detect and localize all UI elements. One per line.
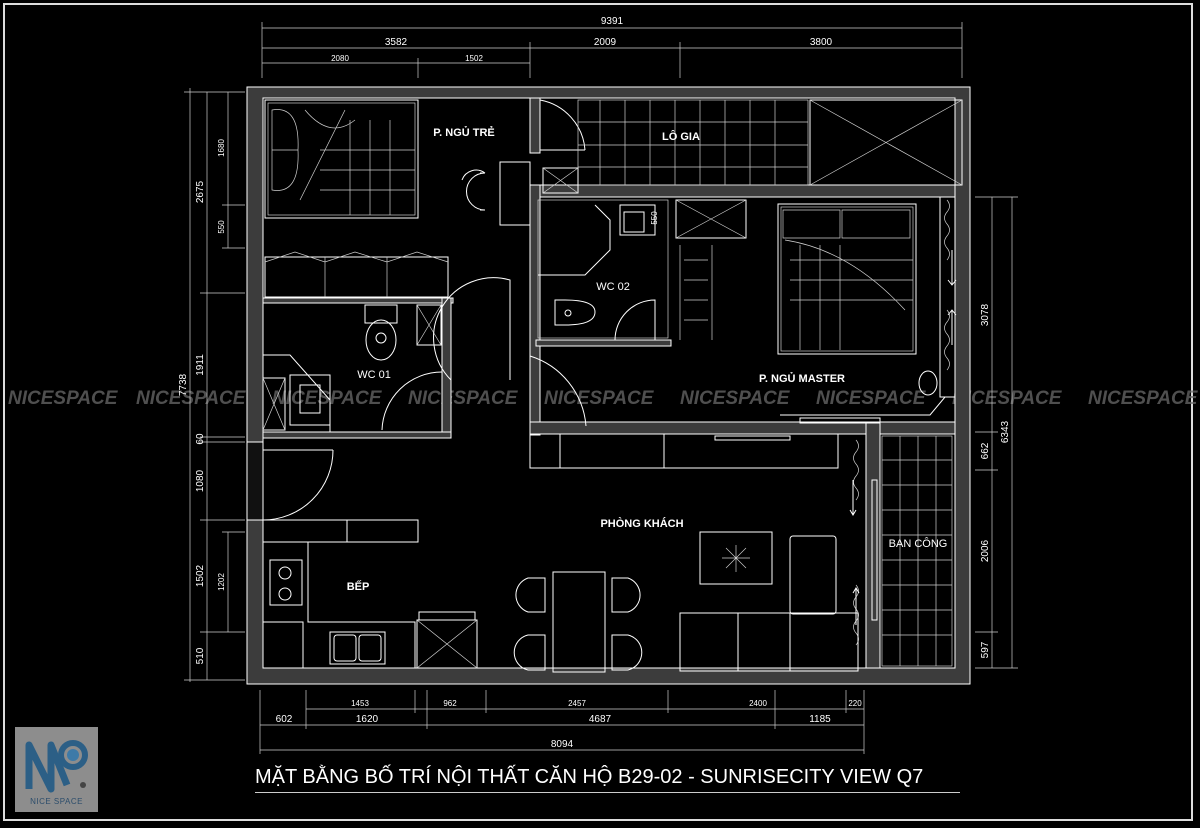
kids-wardrobe [264,251,449,298]
sofa [679,612,859,672]
dimensions-left [184,88,245,682]
dim-label: 7738 [178,373,189,396]
dim-label: 1680 [217,139,226,157]
dim-label: 510 [195,647,206,664]
room-label-master-bedroom: P. NGỦ MASTER [759,372,845,385]
dim-label: 3078 [980,303,991,326]
drawing-title: MẶT BẰNG BỐ TRÍ NỘI THẤT CĂN HỘ B29-02 -… [255,766,960,793]
logo-mark-icon [25,740,88,793]
wc01-fixtures [262,277,511,432]
dim-label: 6343 [1000,420,1011,443]
logo-text: NICE SPACE [30,797,83,806]
watermark: NICESPACE [952,388,1063,409]
room-label-kids-bedroom: P. NGỦ TRẺ [433,126,495,139]
watermark: NICESPACE [680,388,791,409]
dim-label: 1502 [195,564,206,587]
kids-bed [264,99,419,219]
dim-label: 3582 [385,37,408,48]
tv-console [529,433,839,469]
dim-label: 962 [443,699,457,708]
watermark: NICESPACE [1088,388,1199,409]
dim-label: 4687 [589,714,612,725]
balcony-floor [881,435,953,667]
dimensions-right [975,196,1018,669]
entrance-threshold [246,441,264,521]
kitchen-counter [262,519,478,669]
wc02-fixtures [537,199,747,341]
room-label-wc02: WC 02 [596,281,630,293]
dimensions-top [261,22,963,78]
master-wardrobe [780,196,957,424]
watermark: NICESPACE [8,388,119,409]
room-label-wc01: WC 01 [357,369,391,381]
watermark: NICESPACE [272,388,383,409]
interior-walls [262,97,956,669]
master-bed [777,203,917,355]
dim-label: 9391 [601,16,624,27]
dim-label: 1202 [217,573,226,591]
room-label-balcony: BAN CÔNG [889,537,948,550]
watermark: NICESPACE [408,388,519,409]
dim-label: 1185 [809,714,831,725]
dim-label: 2009 [594,37,617,48]
fixture-dimension: 550 [650,211,659,225]
dim-label: 2457 [568,699,586,708]
armchair [789,535,837,615]
coffee-table [699,531,773,585]
watermark: NICESPACE [136,388,247,409]
room-label-living-room: PHÒNG KHÁCH [600,517,683,530]
outer-wall [246,86,971,685]
dimensions-bottom [259,690,865,754]
room-label-loggia: LÔ GIA [662,130,700,143]
dim-label: 60 [195,433,206,445]
dim-label: 1502 [465,54,483,63]
dim-label: 1453 [351,699,369,708]
loggia-floor [542,99,963,194]
dim-label: 2675 [195,180,206,203]
watermark: NICESPACE [816,388,927,409]
dim-label: 1911 [195,354,206,376]
dim-label: 2080 [331,54,349,63]
dim-label: 1080 [195,469,206,492]
dim-label: 602 [276,714,293,725]
entrance-door [262,449,334,521]
dim-label: 8094 [551,739,574,750]
dim-label: 3800 [810,37,833,48]
dim-label: 662 [980,442,991,459]
room-label-kitchen: BẾP [347,580,370,593]
watermark: NICESPACE [544,388,655,409]
kids-desk [461,161,531,226]
dim-label: 1620 [356,714,379,725]
dim-label: 220 [848,699,862,708]
dim-label: 550 [217,220,226,234]
nicespace-logo: NICE SPACE [15,727,98,812]
master-door [529,355,587,427]
dim-label: 2006 [980,539,991,562]
loggia-door [539,99,586,151]
dim-label: 597 [980,641,991,658]
drawing-frame [3,3,1193,821]
dining-set [513,571,643,673]
dim-label: 2400 [749,699,767,708]
